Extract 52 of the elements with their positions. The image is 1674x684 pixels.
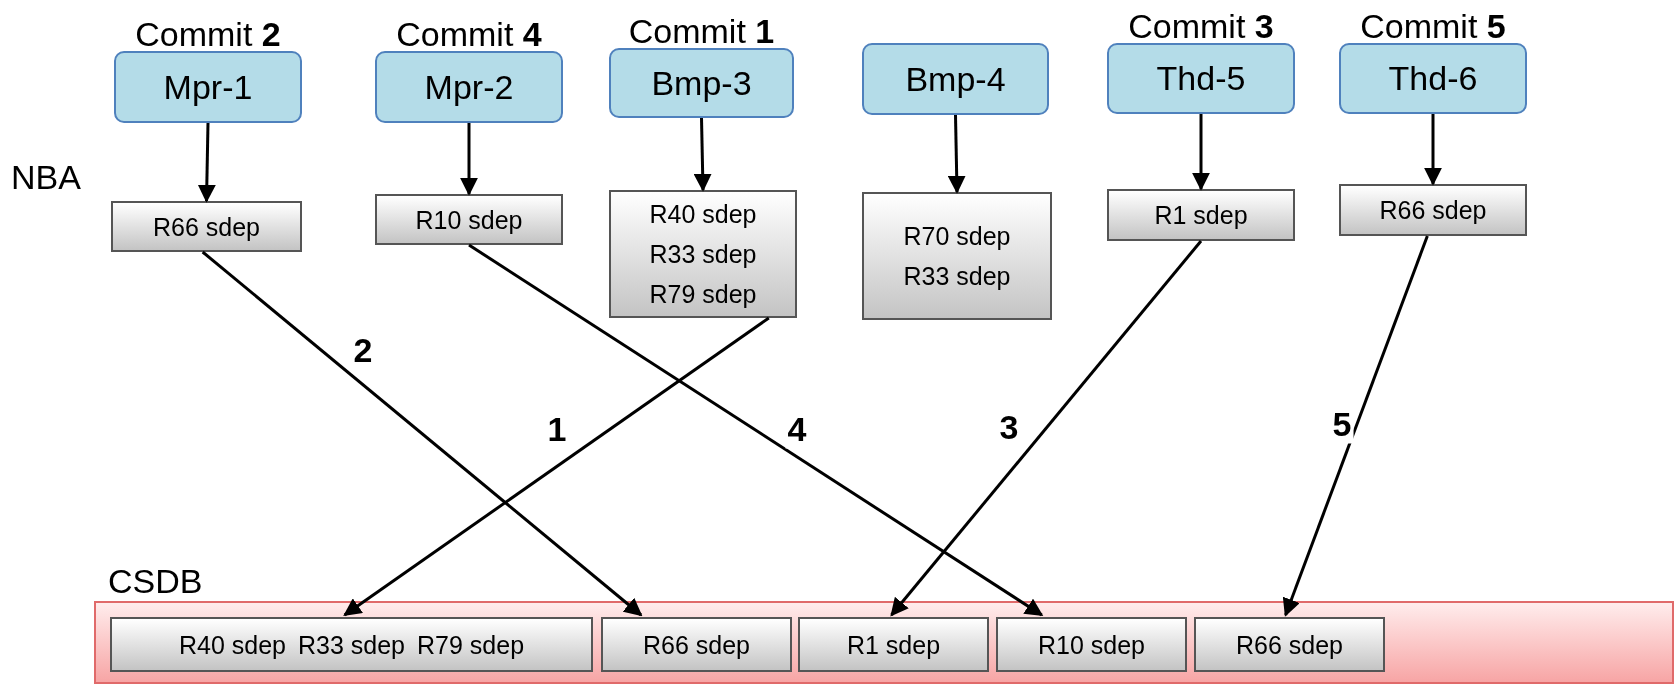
arrow <box>1424 114 1442 186</box>
record-box <box>601 617 792 672</box>
record-label: R33 sdep <box>649 239 757 270</box>
record-box <box>110 617 593 672</box>
section-heading: CSDB <box>108 562 203 601</box>
record-label: R40 sdep <box>649 199 757 230</box>
record-box <box>1339 184 1527 236</box>
record-label: R79 sdep <box>649 279 757 310</box>
commit-heading: Commit 2 <box>135 17 281 53</box>
record-box <box>111 201 302 252</box>
arrow <box>197 122 216 203</box>
record-box <box>862 192 1052 320</box>
box-label: Thd-6 <box>1388 58 1478 100</box>
box-label: Bmp-3 <box>651 62 752 104</box>
record-label: R66 sdep <box>153 211 260 243</box>
arrow <box>460 123 478 196</box>
box-label: Bmp-4 <box>905 58 1006 100</box>
commit-heading: Commit 4 <box>396 17 542 53</box>
record-label: R79 sdep <box>417 629 525 661</box>
record-box <box>1194 617 1385 672</box>
record-label: R10 sdep <box>415 204 523 236</box>
record-label: R70 sdep <box>903 221 1011 252</box>
record-box <box>798 617 989 672</box>
arrow <box>1282 235 1429 617</box>
record-box <box>1107 189 1295 241</box>
record-label: R1 sdep <box>846 629 941 661</box>
record-box <box>609 190 797 318</box>
arrow <box>693 117 712 192</box>
record-label: R66 sdep <box>643 629 750 661</box>
record-label: R66 sdep <box>1379 195 1487 226</box>
record-label: R10 sdep <box>1038 629 1145 661</box>
box-label: Thd-5 <box>1156 58 1246 100</box>
record-box <box>375 194 563 245</box>
record-label: R33 sdep <box>298 629 405 661</box>
arrow <box>343 316 770 617</box>
commit-heading: Commit 5 <box>1360 9 1506 45</box>
commit-heading: Commit 3 <box>1128 9 1274 45</box>
record-label: R1 sdep <box>1154 200 1248 231</box>
box-label: Mpr-2 <box>424 66 514 108</box>
arrow <box>947 114 966 194</box>
record-box <box>996 617 1187 672</box>
record-label: R33 sdep <box>903 261 1011 292</box>
arrow <box>468 243 1044 617</box>
arrow <box>201 250 643 617</box>
record-label: R40 sdep <box>178 629 286 661</box>
box-label: Mpr-1 <box>163 66 253 108</box>
arrow <box>1192 114 1210 191</box>
record-label: R66 sdep <box>1236 629 1343 661</box>
arrow <box>890 240 1203 617</box>
process-box <box>862 43 1049 115</box>
commit-heading: Commit 1 <box>628 14 775 50</box>
layer-label: NBA <box>11 158 81 197</box>
